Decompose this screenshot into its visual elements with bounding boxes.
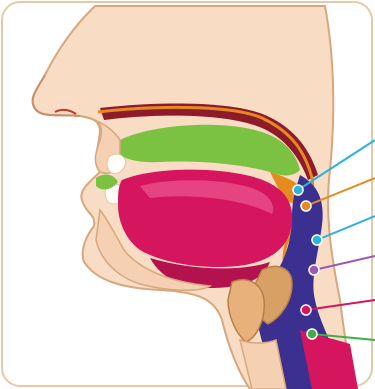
pointer-dot-3 bbox=[312, 235, 322, 245]
pointer-dot-6 bbox=[307, 329, 317, 339]
pointer-dot-1 bbox=[293, 185, 303, 195]
pointer-dot-4 bbox=[309, 265, 319, 275]
pointer-dot-2 bbox=[301, 201, 311, 211]
pointer-dot-5 bbox=[301, 305, 311, 315]
